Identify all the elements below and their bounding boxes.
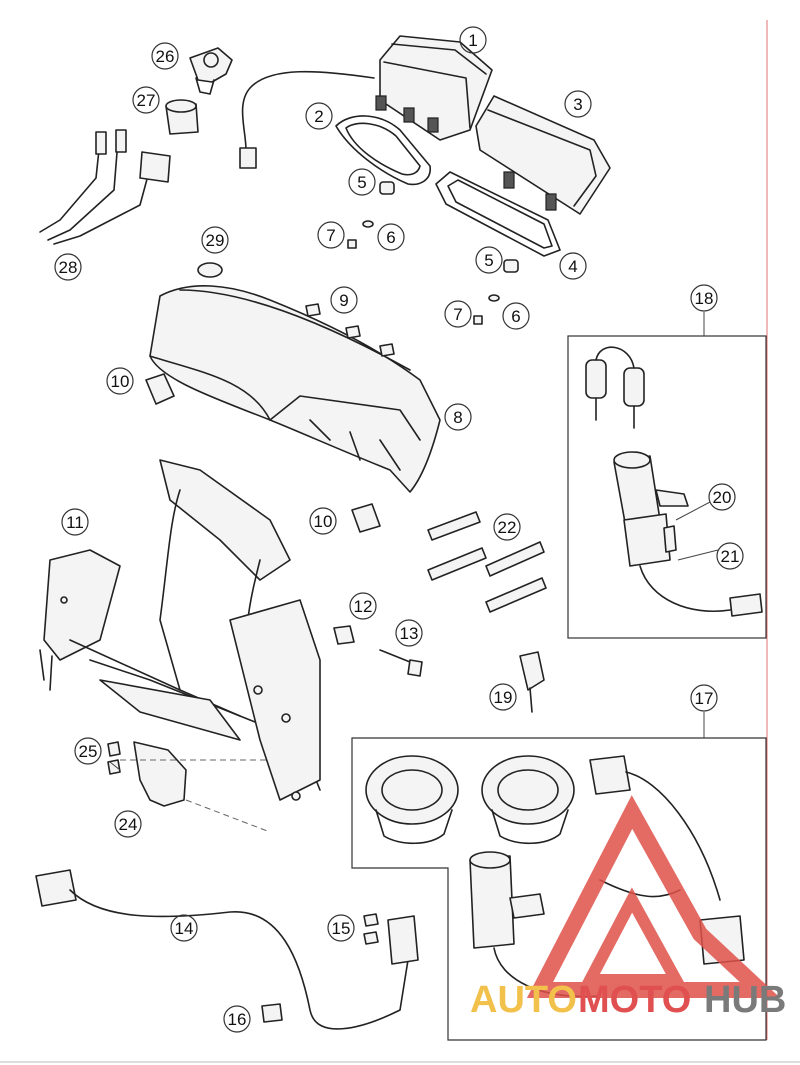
callout-16: 16	[223, 1005, 251, 1033]
svg-text:HUB: HUB	[704, 979, 786, 1021]
power-socket-part	[189, 47, 233, 95]
svg-text:27: 27	[137, 91, 156, 110]
callout-26: 26	[151, 42, 179, 70]
svg-text:29: 29	[206, 231, 225, 250]
svg-text:6: 6	[386, 228, 395, 247]
callout-13: 13	[395, 619, 423, 647]
svg-text:20: 20	[713, 488, 732, 507]
rubber-tubes-part	[427, 511, 547, 613]
svg-text:11: 11	[66, 513, 84, 532]
svg-text:17: 17	[695, 689, 714, 708]
callout-17: 17	[690, 684, 718, 712]
mount-plate-part	[107, 741, 271, 833]
callout-layer: 1 2 3 4 5 5 6 6 7 7 8 9 10 10 11 12 13 1…	[54, 26, 744, 1033]
svg-text:15: 15	[332, 919, 351, 938]
lock-set-box	[351, 737, 767, 1041]
callout-25: 25	[74, 737, 102, 765]
callout-19: 19	[489, 683, 517, 711]
callout-10b: 10	[309, 507, 337, 535]
callout-6a: 6	[377, 223, 405, 251]
callout-29: 29	[201, 226, 229, 254]
ignition-key-part	[519, 651, 545, 713]
svg-text:10: 10	[314, 512, 333, 531]
instrument-cover-part	[149, 262, 441, 493]
svg-text:14: 14	[175, 919, 194, 938]
callout-21: 21	[716, 542, 744, 570]
svg-text:4: 4	[568, 257, 577, 276]
callout-9: 9	[330, 286, 358, 314]
svg-text:7: 7	[453, 305, 462, 324]
callout-3: 3	[564, 90, 592, 118]
callout-24: 24	[114, 810, 142, 838]
svg-text:28: 28	[59, 258, 78, 277]
callout-20: 20	[708, 483, 736, 511]
callout-7b: 7	[444, 300, 472, 328]
clip-nut-part	[145, 373, 381, 533]
callout-1: 1	[459, 26, 487, 54]
callout-14: 14	[170, 914, 198, 942]
svg-text:22: 22	[498, 518, 517, 537]
sensor-cable-part	[35, 869, 419, 1030]
speedometer-part	[239, 35, 493, 169]
svg-text:2: 2	[314, 107, 323, 126]
callout-27: 27	[132, 86, 160, 114]
svg-text:7: 7	[326, 226, 335, 245]
svg-text:6: 6	[511, 307, 520, 326]
nut-bolt-part	[333, 625, 423, 677]
leader-lines	[109, 501, 719, 771]
svg-text:9: 9	[339, 291, 348, 310]
fuel-cap-lock-part	[365, 755, 745, 998]
display-unit-part	[475, 95, 611, 215]
callout-4: 4	[559, 252, 587, 280]
watermark-logo	[526, 795, 781, 998]
headlight-bracket-part	[39, 459, 321, 801]
callout-18: 18	[690, 284, 718, 312]
svg-text:12: 12	[354, 597, 373, 616]
svg-text:1: 1	[468, 31, 477, 50]
svg-text:8: 8	[453, 408, 462, 427]
svg-text:19: 19	[494, 688, 513, 707]
svg-text:3: 3	[573, 95, 582, 114]
callout-12: 12	[349, 592, 377, 620]
callout-5a: 5	[348, 168, 376, 196]
svg-text:AUTO: AUTO	[470, 979, 577, 1021]
callout-28: 28	[54, 253, 82, 281]
svg-text:24: 24	[119, 815, 138, 834]
svg-text:21: 21	[721, 547, 740, 566]
callout-5b: 5	[475, 246, 503, 274]
callout-6b: 6	[502, 302, 530, 330]
svg-text:13: 13	[400, 624, 419, 643]
svg-text:26: 26	[156, 47, 175, 66]
svg-text:MOTO: MOTO	[578, 979, 691, 1021]
callout-15: 15	[327, 914, 355, 942]
display-gasket-part	[435, 171, 561, 257]
callout-11: 11	[61, 508, 89, 536]
callout-10a: 10	[106, 367, 134, 395]
callout-7a: 7	[317, 221, 345, 249]
grommet-part	[347, 181, 519, 325]
svg-text:25: 25	[79, 742, 98, 761]
callout-8: 8	[444, 403, 472, 431]
callout-2: 2	[305, 102, 333, 130]
ignition-lock-part	[585, 346, 763, 617]
wiring-harness-part	[39, 129, 171, 245]
svg-text:10: 10	[111, 372, 130, 391]
callout-22: 22	[493, 513, 521, 541]
svg-text:18: 18	[695, 289, 714, 308]
ignition-lock-box	[567, 335, 767, 639]
svg-text:5: 5	[357, 173, 366, 192]
svg-text:5: 5	[484, 251, 493, 270]
gasket-part	[335, 115, 431, 186]
socket-cap-part	[165, 99, 199, 135]
watermark-text: AUTO MOTO HUB	[470, 979, 786, 1021]
svg-text:16: 16	[228, 1010, 247, 1029]
screw-set-part	[305, 303, 395, 357]
